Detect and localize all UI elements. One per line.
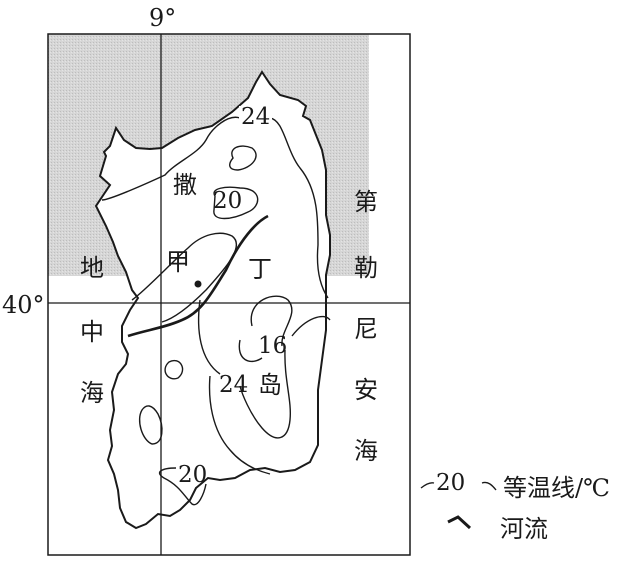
sea-label-mediterranean-2: 中 — [80, 318, 104, 346]
isotherm-value-24-south: 24 — [219, 372, 249, 398]
isotherm-value-16: 16 — [258, 333, 288, 359]
isotherm-value-20-north: 20 — [213, 188, 243, 214]
map-frame — [47, 33, 411, 556]
sea-label-tyrrhenian-5: 海 — [354, 437, 378, 465]
isotherm-value-20-south: 20 — [178, 462, 208, 488]
island-label-sa: 撒 — [173, 171, 197, 199]
isotherm-lines — [101, 116, 331, 506]
island-label-dao: 岛 — [258, 371, 282, 399]
isotherm-value-24-north: 24 — [239, 104, 273, 130]
legend-river-icon — [447, 515, 472, 530]
longitude-label: 9° — [149, 4, 177, 32]
sea-label-tyrrhenian-2: 勒 — [354, 254, 378, 282]
sea-label-tyrrhenian-1: 第 — [354, 188, 378, 216]
legend-isotherm-sample-value: 20 — [436, 470, 466, 496]
sea-label-mediterranean-3: 海 — [80, 379, 104, 407]
place-label-jia: 甲 — [166, 248, 190, 276]
sea-label-tyrrhenian-3: 尼 — [354, 315, 378, 343]
latitude-label: 40° — [2, 291, 45, 319]
sea-label-tyrrhenian-4: 安 — [354, 376, 378, 404]
island-sardinia — [94, 70, 331, 530]
river-line[interactable] — [127, 214, 269, 338]
island-label-ding: 丁 — [248, 255, 272, 283]
point-marker — [194, 280, 202, 288]
legend-isotherm-label: 等温线/℃ — [503, 474, 610, 502]
sea-label-mediterranean-1: 地 — [80, 254, 104, 282]
legend-isotherm-icon — [420, 481, 497, 491]
legend-river-label: 河流 — [500, 515, 548, 543]
